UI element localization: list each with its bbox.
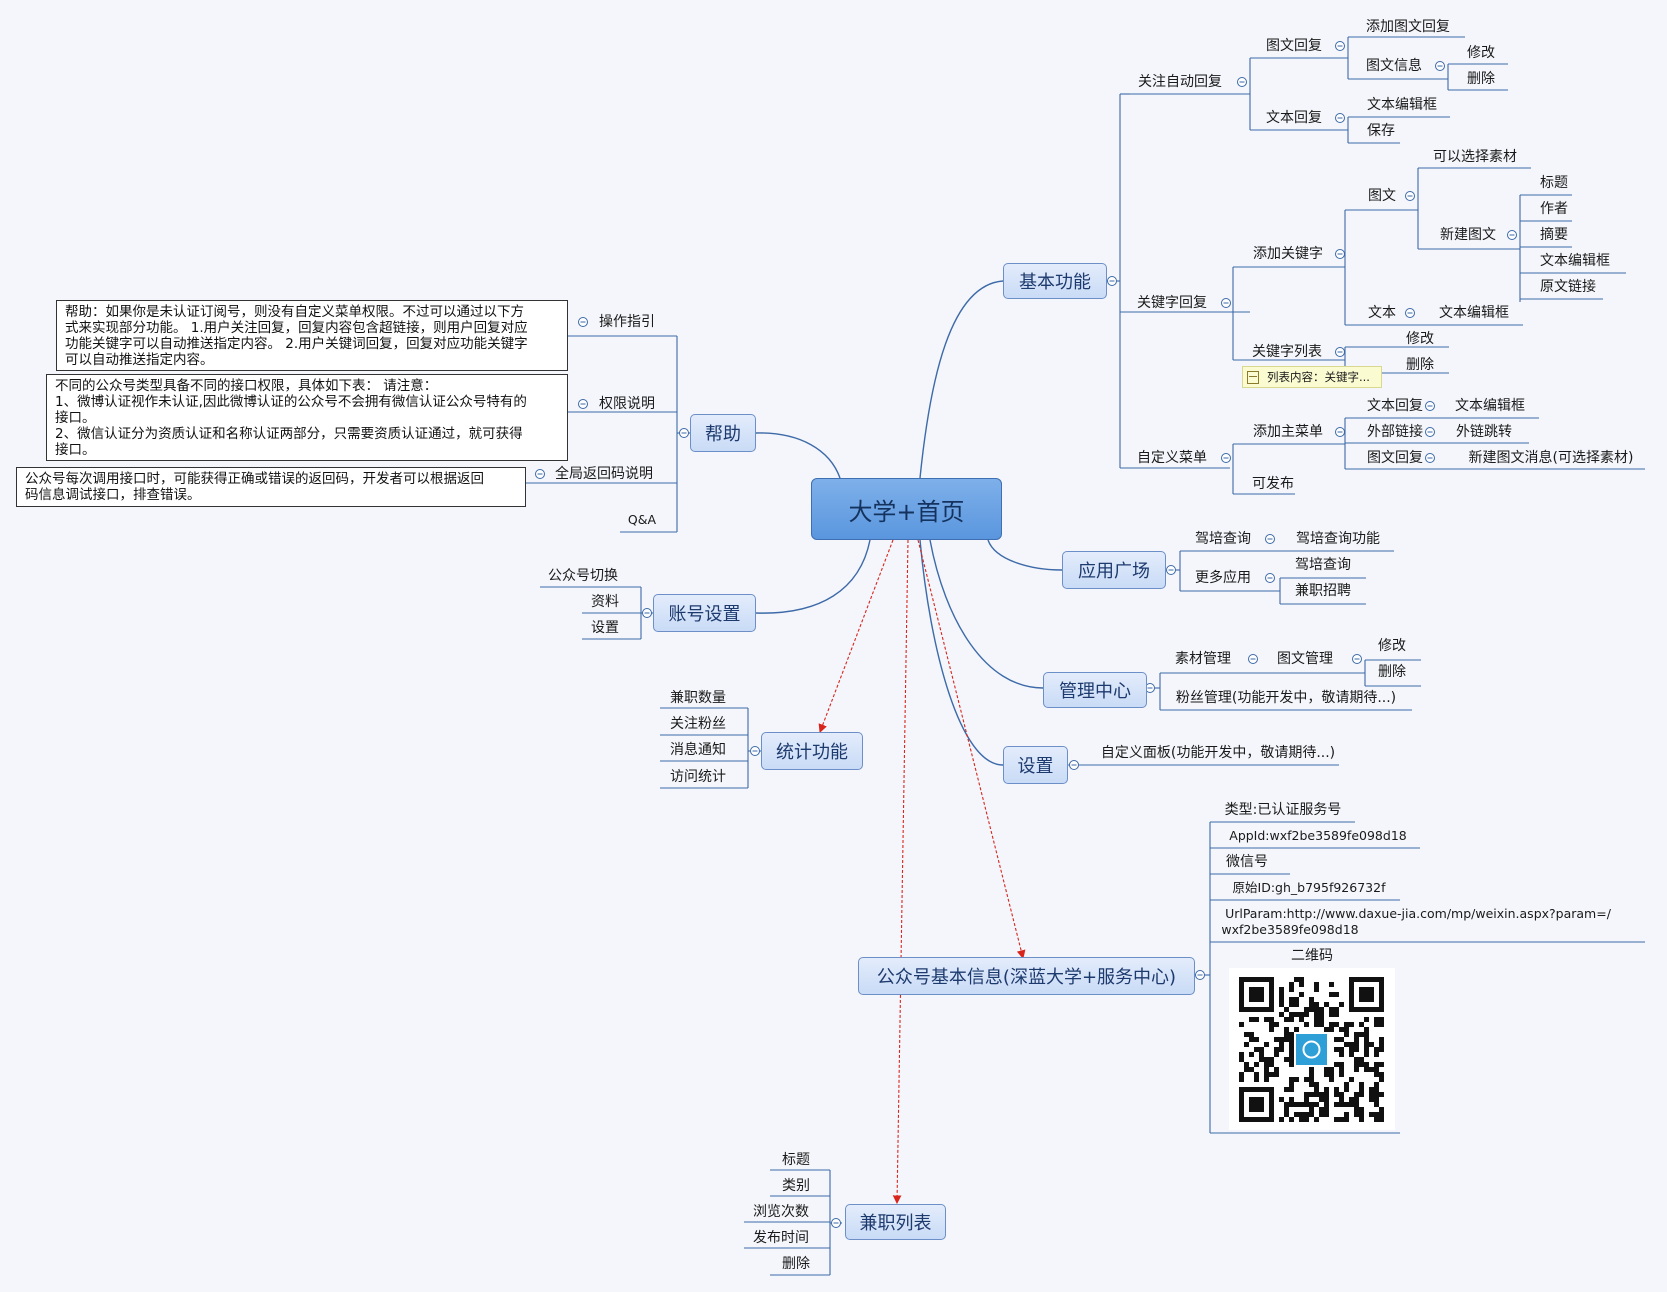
help-guide-text: 帮助：如果你是未认证订阅号，则没有自定义菜单权限。不过可以通过以下方 式来实现部…: [56, 300, 568, 371]
topic-parttime-recruit[interactable]: 兼职招聘: [1295, 583, 1351, 599]
branch-basic-functions[interactable]: 基本功能: [1003, 263, 1107, 299]
keyword-list-note[interactable]: 列表内容：关键字...: [1242, 366, 1382, 388]
help-qa[interactable]: Q&A: [627, 512, 657, 527]
help-return-codes[interactable]: 全局返回码说明: [555, 466, 653, 482]
topic-text-editor[interactable]: 文本编辑框: [1367, 97, 1437, 113]
qr-code-icon: [1239, 977, 1384, 1122]
info-account-type[interactable]: 类型:已认证服务号: [1224, 802, 1342, 818]
topic-menu-external-link[interactable]: 外部链接: [1367, 424, 1423, 440]
topic-imgtext-info-edit[interactable]: 修改: [1467, 45, 1495, 61]
help-return-codes-text: 公众号每次调用接口时，可能获得正确或错误的返回码，开发者可以根据返回 码信息调试…: [16, 467, 526, 507]
stats-message-notice[interactable]: 消息通知: [670, 742, 726, 758]
topic-custom-menu[interactable]: 自定义菜单: [1137, 450, 1207, 466]
topic-imgtext-management[interactable]: 图文管理: [1277, 651, 1333, 667]
topic-field-text-editor[interactable]: 文本编辑框: [1540, 253, 1610, 269]
topic-driving-query-function[interactable]: 驾培查询功能: [1296, 531, 1380, 547]
branch-parttime-list[interactable]: 兼职列表: [845, 1204, 946, 1240]
note-icon: [1247, 370, 1259, 384]
account-profile[interactable]: 资料: [591, 594, 619, 610]
help-guide[interactable]: 操作指引: [599, 314, 655, 330]
topic-add-main-menu[interactable]: 添加主菜单: [1253, 424, 1323, 440]
topic-save[interactable]: 保存: [1367, 123, 1395, 139]
topic-field-author[interactable]: 作者: [1540, 201, 1568, 217]
topic-more-driving-query[interactable]: 驾培查询: [1295, 557, 1351, 573]
topic-keyword-list[interactable]: 关键字列表: [1252, 344, 1322, 360]
topic-keyword-list-edit[interactable]: 修改: [1406, 331, 1434, 347]
branch-admin-center[interactable]: 管理中心: [1043, 672, 1147, 708]
info-url-param-line2[interactable]: wxf2be3589fe098d18: [1221, 922, 1359, 937]
branch-account-info[interactable]: 公众号基本信息(深蓝大学+服务中心): [858, 957, 1195, 995]
stats-visit-stats[interactable]: 访问统计: [670, 769, 726, 785]
list-field-views[interactable]: 浏览次数: [753, 1204, 809, 1220]
stats-followers[interactable]: 关注粉丝: [670, 716, 726, 732]
topic-can-choose-material[interactable]: 可以选择素材: [1433, 149, 1517, 165]
topic-menu-imgtext-reply[interactable]: 图文回复: [1367, 450, 1423, 466]
list-field-title[interactable]: 标题: [782, 1152, 810, 1168]
info-wechat-id[interactable]: 微信号: [1226, 854, 1268, 870]
topic-keyword-text[interactable]: 文本: [1368, 305, 1396, 321]
topic-keyword-text-editor[interactable]: 文本编辑框: [1439, 305, 1509, 321]
topic-add-imgtext-reply[interactable]: 添加图文回复: [1366, 19, 1450, 35]
list-field-delete[interactable]: 删除: [782, 1256, 810, 1272]
topic-menu-new-imgtext-msg[interactable]: 新建图文消息(可选择素材): [1468, 450, 1634, 466]
help-permission[interactable]: 权限说明: [599, 396, 655, 412]
branch-statistics[interactable]: 统计功能: [761, 732, 863, 770]
topic-fans-management[interactable]: 粉丝管理(功能开发中，敬请期待...): [1175, 690, 1397, 706]
account-setup[interactable]: 设置: [591, 620, 619, 636]
branch-account-settings[interactable]: 账号设置: [653, 594, 756, 632]
central-topic[interactable]: 大学+首页: [811, 478, 1002, 540]
topic-keyword-imgtext[interactable]: 图文: [1368, 188, 1396, 204]
branch-app-square[interactable]: 应用广场: [1062, 551, 1166, 589]
topic-imgtext-mgmt-delete[interactable]: 删除: [1378, 664, 1406, 680]
topic-field-original-link[interactable]: 原文链接: [1540, 279, 1596, 295]
list-field-publish-time[interactable]: 发布时间: [753, 1230, 809, 1246]
topic-keyword-reply[interactable]: 关键字回复: [1137, 295, 1207, 311]
topic-menu-text-editor[interactable]: 文本编辑框: [1455, 398, 1525, 414]
topic-driving-query[interactable]: 驾培查询: [1195, 531, 1251, 547]
keyword-list-note-text: 列表内容：关键字...: [1267, 370, 1370, 384]
topic-custom-panel[interactable]: 自定义面板(功能开发中，敬请期待...): [1100, 745, 1336, 761]
branch-help[interactable]: 帮助: [690, 414, 756, 452]
account-switch[interactable]: 公众号切换: [548, 568, 618, 584]
topic-add-keyword[interactable]: 添加关键字: [1253, 246, 1323, 262]
info-appid[interactable]: AppId:wxf2be3589fe098d18: [1229, 828, 1407, 843]
topic-publishable[interactable]: 可发布: [1252, 476, 1294, 492]
topic-imgtext-reply[interactable]: 图文回复: [1266, 38, 1322, 54]
qr-code-image: [1229, 968, 1395, 1130]
topic-imgtext-mgmt-edit[interactable]: 修改: [1378, 638, 1406, 654]
topic-new-imgtext[interactable]: 新建图文: [1440, 227, 1496, 243]
topic-imgtext-info-delete[interactable]: 删除: [1467, 71, 1495, 87]
info-original-id[interactable]: 原始ID:gh_b795f926732f: [1232, 880, 1386, 895]
topic-follow-auto-reply[interactable]: 关注自动回复: [1138, 74, 1222, 90]
info-url-param-line1[interactable]: UrlParam:http://www.daxue-jia.com/mp/wei…: [1225, 906, 1611, 921]
topic-field-summary[interactable]: 摘要: [1540, 227, 1568, 243]
topic-more-apps[interactable]: 更多应用: [1195, 570, 1251, 586]
topic-field-title[interactable]: 标题: [1540, 175, 1568, 191]
topic-material-management[interactable]: 素材管理: [1175, 651, 1231, 667]
help-permission-text: 不同的公众号类型具备不同的接口权限，具体如下表： 请注意： 1、微博认证视作未认…: [46, 374, 568, 461]
list-field-category[interactable]: 类别: [782, 1178, 810, 1194]
info-qrcode-label[interactable]: 二维码: [1291, 948, 1333, 964]
branch-settings[interactable]: 设置: [1003, 746, 1068, 784]
topic-menu-text-reply[interactable]: 文本回复: [1367, 398, 1423, 414]
topic-text-reply[interactable]: 文本回复: [1266, 110, 1322, 126]
topic-menu-external-redirect[interactable]: 外链跳转: [1456, 424, 1512, 440]
stats-parttime-count[interactable]: 兼职数量: [670, 690, 726, 706]
topic-keyword-list-delete[interactable]: 删除: [1406, 357, 1434, 373]
topic-imgtext-info[interactable]: 图文信息: [1366, 58, 1422, 74]
